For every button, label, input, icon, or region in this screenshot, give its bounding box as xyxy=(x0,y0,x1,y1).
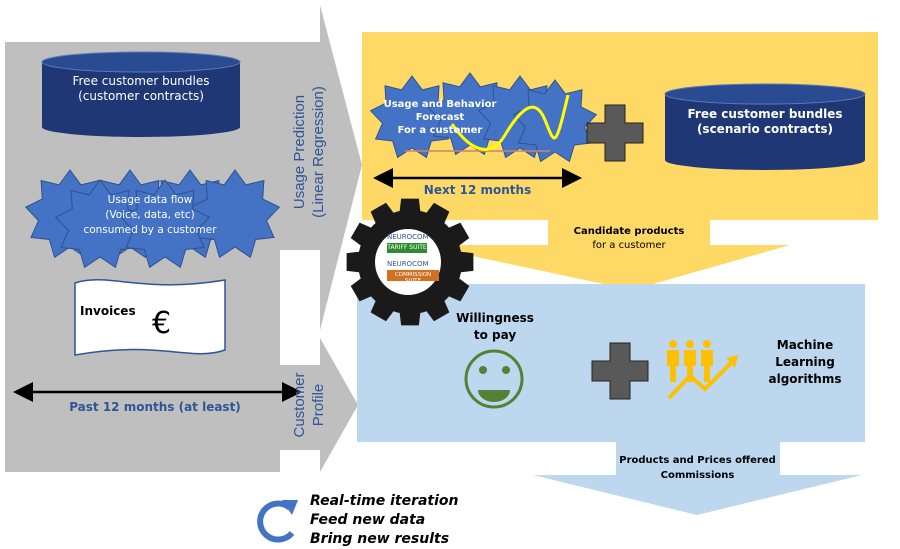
candidate-label: Candidate products xyxy=(573,226,685,237)
database-icon xyxy=(41,51,241,137)
star-shape xyxy=(119,179,211,269)
star-shape xyxy=(189,169,281,259)
iteration-line: Feed new data xyxy=(310,512,426,528)
tariff-suite-label: TARIFF SUITE xyxy=(387,244,427,251)
brand-logo: NEUROCOM xyxy=(387,233,429,241)
customer-bundles-label: Free customer bundles (customer contract… xyxy=(72,74,210,103)
refresh-icon xyxy=(257,500,298,543)
ml-label: Machine Learning algorithms xyxy=(768,338,842,386)
forecast-label: Usage and Behavior Forecast For a custom… xyxy=(383,99,497,136)
next-label: Next 12 months xyxy=(423,183,532,197)
iteration-line: Real-time iteration xyxy=(310,493,459,509)
database-icon xyxy=(664,83,866,170)
usage-prediction-label: Usage Prediction (Linear Regression) xyxy=(291,86,327,218)
invoice-icon xyxy=(74,279,226,356)
euro-icon: € xyxy=(152,306,172,341)
willingness-label: Willingness to pay xyxy=(456,311,534,342)
candidate-arrow xyxy=(420,220,790,290)
iteration-text: Real-time iteration Feed new data Bring … xyxy=(310,492,459,549)
offered-arrow xyxy=(533,442,862,515)
offered-label: Products and Prices offered Commissions xyxy=(619,455,776,481)
brand-logo: NEUROCOM xyxy=(387,260,429,268)
forecast-curve xyxy=(450,94,570,151)
plus-icon xyxy=(591,342,649,400)
smiley-icon xyxy=(464,349,524,409)
invoices-label: Invoices xyxy=(80,304,136,318)
past-label: Past 12 months (at least) xyxy=(69,400,241,414)
scenario-bundles-label: Free customer bundles (scenario contract… xyxy=(687,107,843,136)
commission-suite-label: COMMISSION SUITE xyxy=(394,272,432,284)
candidate-sub-label: for a customer xyxy=(592,240,666,251)
customer-profile-arrow xyxy=(280,338,358,472)
plus-icon xyxy=(586,104,644,162)
iteration-line: Bring new results xyxy=(310,531,450,547)
usage-flow-label: Usage data flow (Voice, data, etc) consu… xyxy=(83,194,217,236)
star-shape xyxy=(54,179,146,269)
usage-prediction-arrow xyxy=(280,5,362,330)
people-growth-icon xyxy=(667,340,738,400)
customer-profile-label: Customer Profile xyxy=(291,372,327,438)
